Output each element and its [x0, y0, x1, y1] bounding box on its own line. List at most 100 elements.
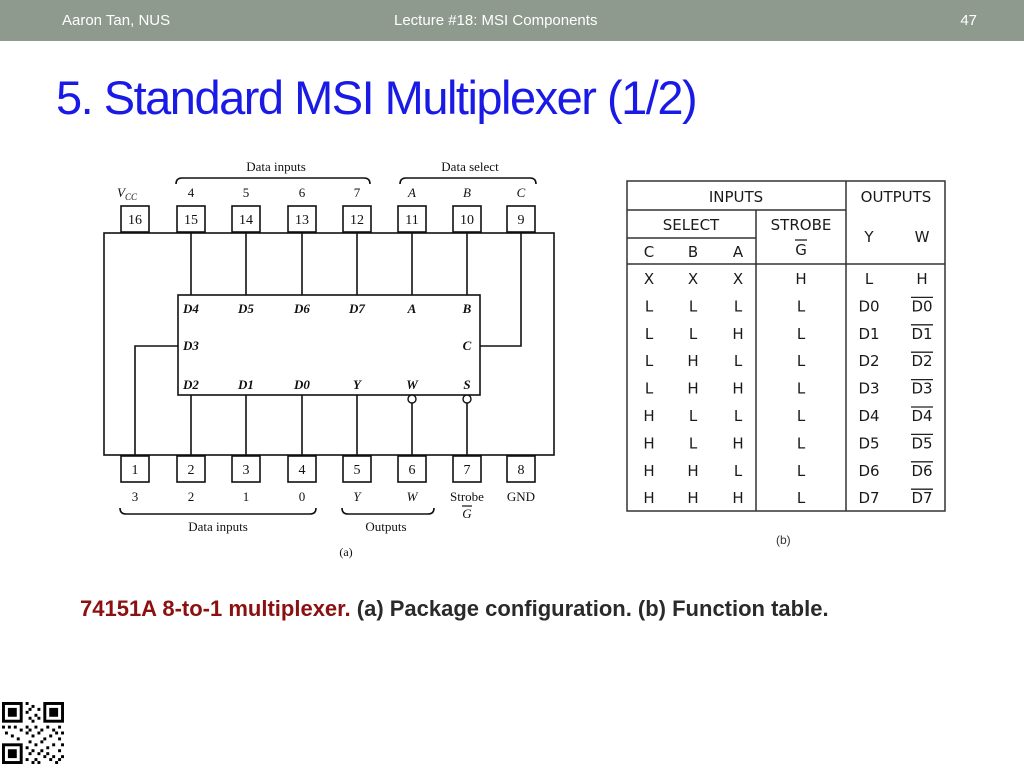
table-cell: D4 [911, 407, 932, 425]
header-strobe-g: G [795, 241, 807, 259]
table-cell: H [687, 380, 698, 398]
qr-module [37, 707, 41, 711]
qr-module [4, 731, 8, 735]
top-pin-number: 10 [460, 213, 474, 228]
table-cell: H [732, 380, 743, 398]
qr-module [34, 743, 38, 747]
table-cell: L [797, 407, 806, 425]
qr-module [31, 719, 35, 723]
table-cell: L [797, 489, 806, 507]
table-cell: H [687, 489, 698, 507]
bottom-pin-number: 4 [299, 463, 306, 478]
qr-module [52, 755, 56, 759]
chip-top-label: D5 [237, 301, 254, 316]
chip-bottom-label: D0 [293, 377, 310, 392]
chip-top-label: B [462, 301, 472, 316]
bottom-pin-number: 8 [518, 463, 525, 478]
qr-module [40, 728, 44, 732]
qr-module [37, 761, 41, 764]
qr-module [16, 737, 20, 741]
table-cell: H [643, 489, 654, 507]
chip-bottom-label: D1 [237, 377, 254, 392]
chip-bottom-label: W [406, 377, 419, 392]
qr-module [2, 725, 5, 729]
label-vcc: VCC [117, 185, 138, 202]
qr-module [25, 725, 29, 729]
qr-module [40, 749, 44, 753]
inversion-bubble [462, 394, 472, 404]
chip-top-label: D7 [348, 301, 365, 316]
qr-module [34, 725, 38, 729]
col-header-y: Y [863, 228, 874, 246]
qr-module [43, 755, 47, 759]
label-outputs: Outputs [365, 519, 406, 534]
qr-module [34, 758, 38, 762]
table-cell: D3 [858, 380, 879, 398]
qr-module [31, 704, 35, 708]
table-cell: X [688, 270, 698, 288]
qr-code-icon [2, 702, 64, 764]
bottom-pin-number: 1 [132, 463, 139, 478]
qr-module [61, 743, 64, 747]
slide-header: Aaron Tan, NUS Lecture #18: MSI Componen… [0, 0, 1024, 41]
bottom-signal-label: GND [507, 489, 535, 504]
chip-d3-label: D3 [182, 338, 199, 353]
qr-module [31, 734, 35, 738]
qr-module [52, 728, 56, 732]
qr-module [46, 725, 50, 729]
bottom-signal-label: 0 [299, 489, 306, 504]
wire-d3 [134, 345, 178, 456]
table-cell: L [734, 407, 743, 425]
bottom-pin-number: 5 [354, 463, 361, 478]
qr-module [55, 731, 59, 735]
col-header-a: A [733, 243, 744, 261]
qr-module [25, 746, 29, 750]
qr-module [10, 734, 14, 738]
table-cell: D0 [911, 297, 932, 315]
caption-text: (a) Package configuration. (b) Function … [350, 596, 829, 621]
qr-module [49, 734, 53, 738]
table-cell: H [643, 407, 654, 425]
qr-module [25, 702, 29, 705]
header-inputs: INPUTS [709, 188, 763, 206]
table-cell: X [733, 270, 743, 288]
table-cell: H [732, 325, 743, 343]
top-pin-number: 16 [128, 213, 142, 228]
table-cell: D7 [858, 489, 879, 507]
top-signal-label: 5 [243, 185, 250, 200]
caption-highlight: 74151A 8-to-1 multiplexer. [80, 596, 351, 621]
header-outputs: OUTPUTS [861, 188, 932, 206]
chip-bottom-label: Y [353, 377, 362, 392]
top-pin-number: 15 [184, 213, 198, 228]
table-cell: L [797, 325, 806, 343]
bottom-pin-number: 2 [188, 463, 195, 478]
header-author: Aaron Tan, NUS [62, 12, 171, 29]
bottom-signal-label: 1 [243, 489, 250, 504]
table-cell: L [645, 380, 654, 398]
qr-module [37, 731, 41, 735]
label-data-inputs-top: Data inputs [246, 159, 306, 174]
qr-module [58, 758, 62, 762]
chip-top-label: A [407, 301, 417, 316]
qr-module [61, 731, 64, 735]
qr-module [19, 728, 23, 732]
qr-module [25, 731, 29, 735]
top-pin-number: 12 [350, 213, 364, 228]
qr-module [28, 728, 32, 732]
qr-module [28, 707, 32, 711]
table-cell: L [645, 297, 654, 315]
table-cell: H [795, 270, 806, 288]
package-outline [103, 232, 555, 456]
bottom-signal-label: Strobe [450, 489, 484, 504]
qr-module [46, 752, 50, 756]
table-cell: L [689, 325, 698, 343]
qr-module [28, 740, 32, 744]
table-cell: H [732, 434, 743, 452]
table-cell: L [689, 434, 698, 452]
table-cell: L [797, 434, 806, 452]
table-cell: D1 [911, 325, 932, 343]
table-cell: D2 [911, 352, 932, 370]
